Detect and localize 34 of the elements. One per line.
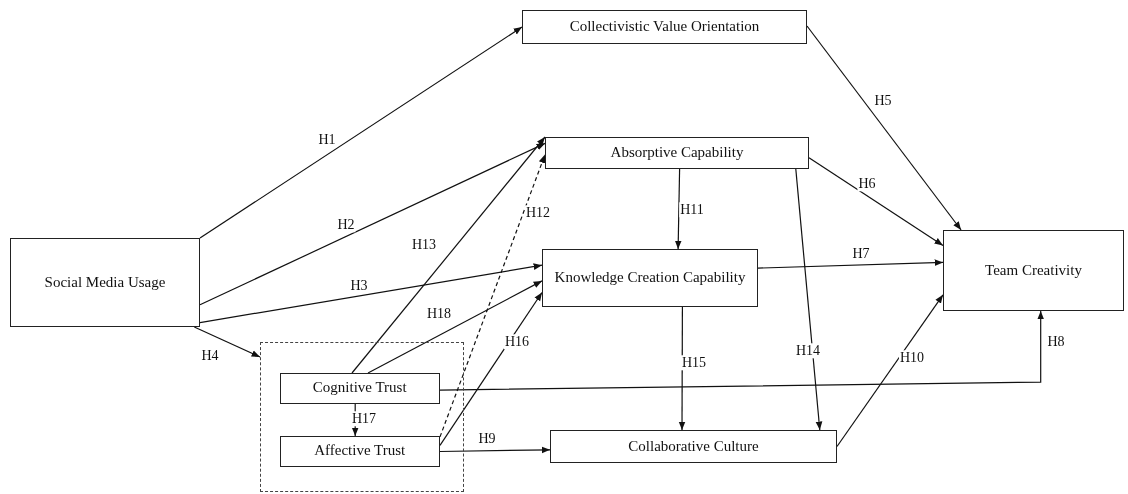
arrow [439, 310, 1045, 391]
arrow [836, 294, 944, 448]
arrow [199, 263, 543, 324]
construct-box: Collectivistic Value Orientation [522, 10, 807, 44]
construct-box: Affective Trust [279, 435, 440, 467]
construct-box: Collaborative Culture [550, 430, 837, 463]
dashed-group-box [260, 342, 464, 492]
arrow [806, 25, 962, 231]
construct-box: Knowledge Creation Capability [542, 249, 758, 307]
edge-label: H17 [350, 411, 378, 427]
arrow [439, 154, 546, 438]
arrow [439, 291, 543, 446]
edge-label: H15 [680, 355, 708, 371]
construct-box: Team Creativity [943, 230, 1124, 311]
arrow [795, 168, 823, 431]
arrow [199, 142, 546, 306]
edge-label: H16 [503, 334, 531, 350]
arrow [351, 136, 546, 374]
arrow [808, 157, 944, 246]
edge-label: H14 [794, 343, 822, 359]
edge-label: H2 [336, 217, 356, 233]
arrow [367, 280, 543, 374]
edge-label: H6 [857, 176, 877, 192]
edge-label: H3 [349, 278, 369, 294]
arrow [674, 168, 682, 250]
construct-box: Social Media Usage [10, 238, 200, 327]
arrow [199, 26, 523, 239]
arrow [757, 259, 944, 269]
arrow [439, 446, 551, 454]
edge-label: H11 [679, 202, 705, 218]
construct-box: Cognitive Trust [279, 372, 440, 404]
arrow [678, 306, 686, 431]
arrow [193, 326, 261, 358]
construct-box: Absorptive Capability [545, 137, 809, 169]
